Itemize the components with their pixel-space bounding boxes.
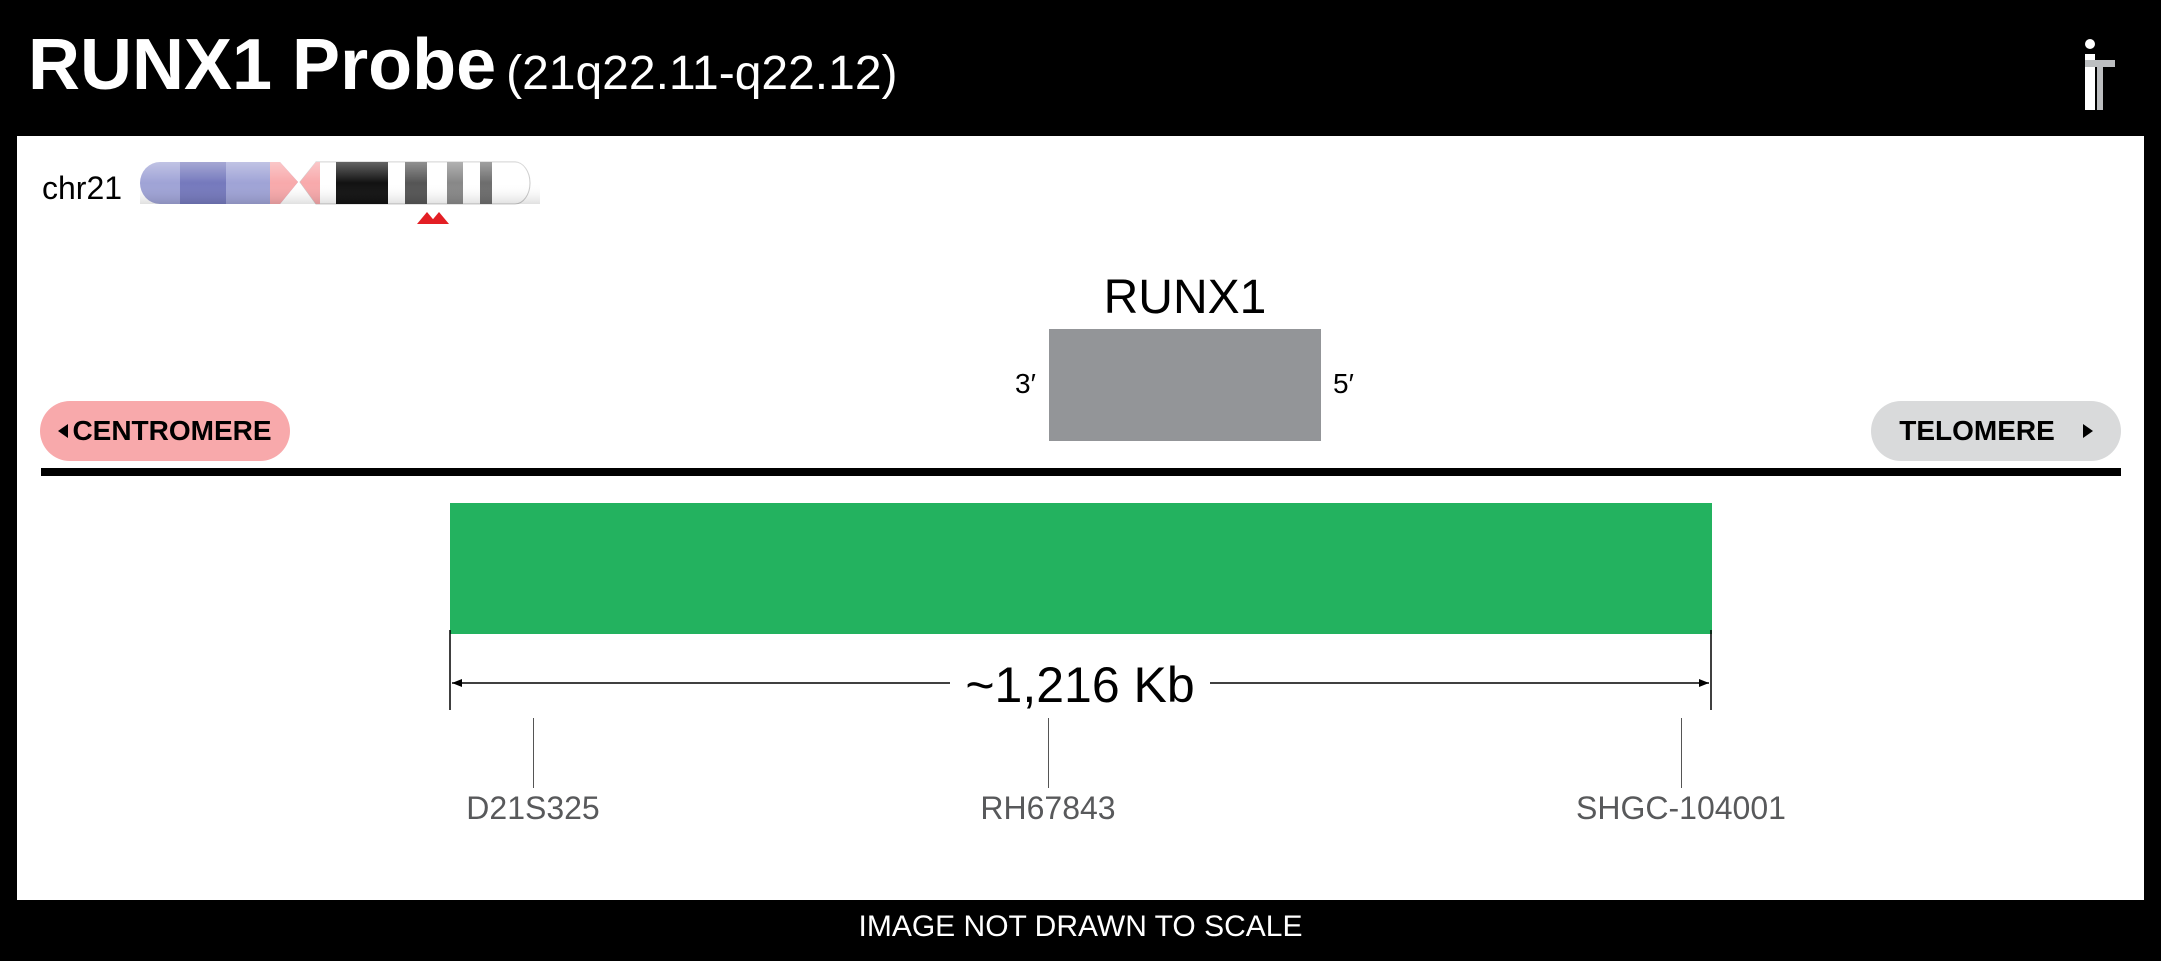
header-bar: RUNX1 Probe(21q22.11-q22.12): [0, 0, 2161, 135]
gene-block: [1049, 329, 1321, 441]
locus-pointer: [429, 212, 449, 224]
probe-locus: (21q22.11-q22.12): [506, 47, 898, 100]
gene-five-prime-label: 5′: [1333, 368, 1354, 399]
marker-tick: [1048, 718, 1049, 788]
probe-title: RUNX1 Probe: [28, 25, 497, 105]
chromosome-line: [41, 468, 2121, 476]
centromere-direction: CENTROMERE: [40, 401, 290, 461]
centromere-label: CENTROMERE: [72, 415, 272, 446]
marker-tick: [533, 718, 534, 788]
gene-name: RUNX1: [1103, 271, 1267, 324]
marker-label: D21S325: [466, 790, 600, 826]
arrow-left-icon: [58, 424, 69, 438]
scale-disclaimer: IMAGE NOT DRAWN TO SCALE: [858, 910, 1303, 943]
probe-size-label: ~1,216 Kb: [950, 656, 1210, 714]
telomere-label: TELOMERE: [1899, 415, 2055, 446]
page-title: RUNX1 Probe(21q22.11-q22.12): [28, 24, 898, 106]
telomere-direction: TELOMERE: [1871, 401, 2121, 461]
gene-three-prime-label: 3′: [1015, 368, 1036, 399]
probe-region-bar: [450, 503, 1712, 634]
chromosome-label: chr21: [42, 170, 123, 206]
chromosome-ideogram: [140, 161, 540, 224]
arrow-right-icon: [2082, 424, 2093, 438]
marker-tick: [1681, 718, 1682, 788]
brand-logo-icon: [2085, 39, 2115, 110]
marker-label: RH67843: [980, 790, 1116, 826]
marker-label: SHGC-104001: [1576, 790, 1786, 826]
